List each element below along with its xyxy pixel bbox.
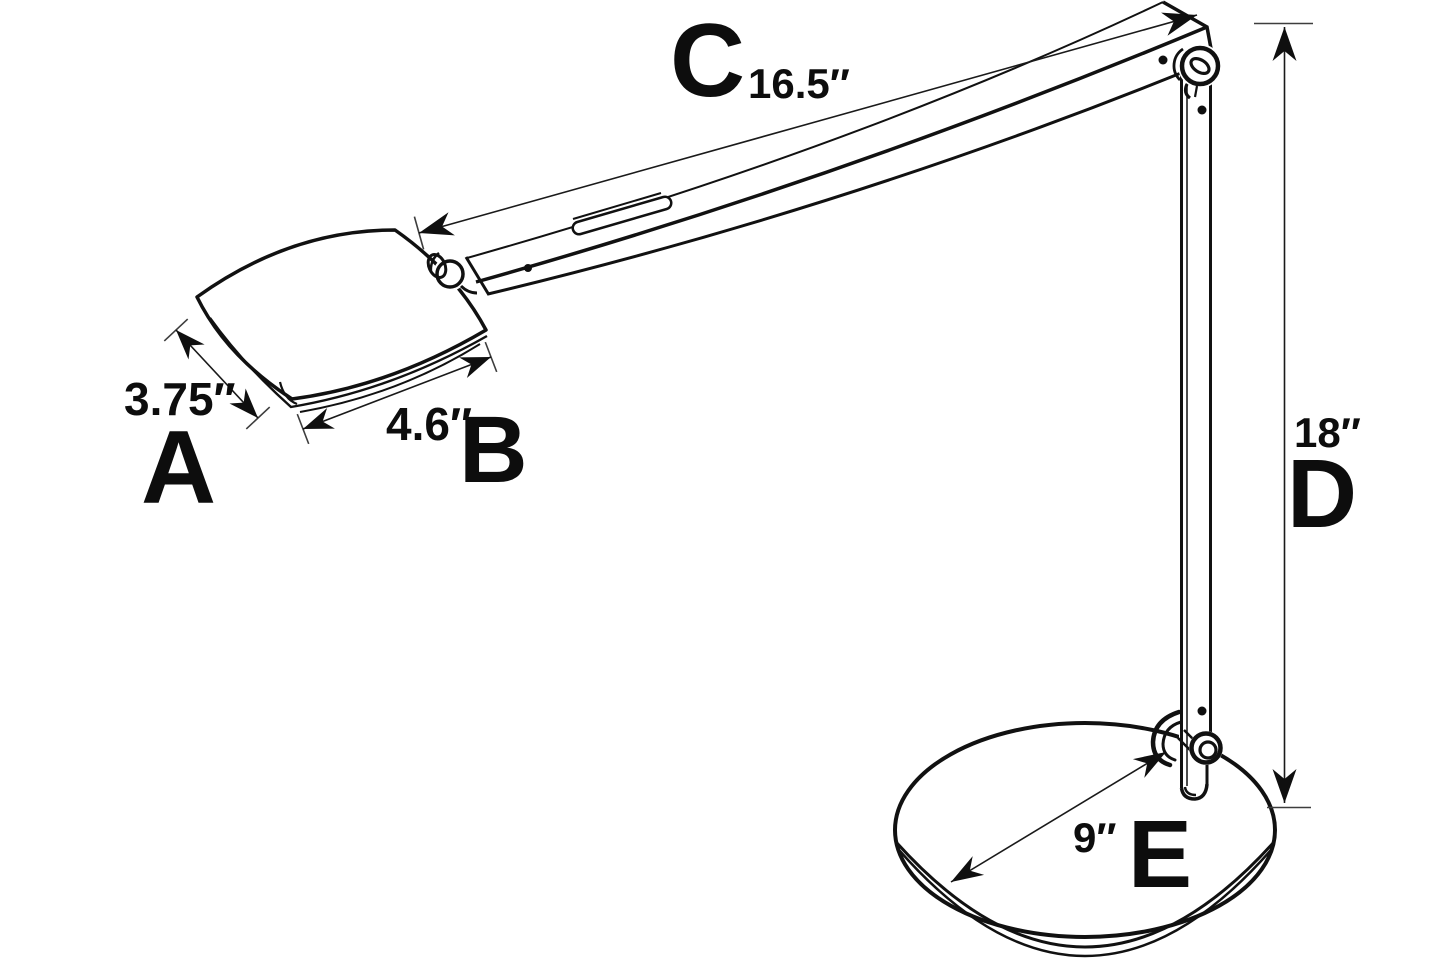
lamp-base <box>893 721 1277 958</box>
label-letter-a: A <box>141 410 216 526</box>
dim-a-arrow-bottom <box>229 388 258 418</box>
joint-knob-outer <box>1189 731 1223 765</box>
label-letter-b: B <box>459 397 528 503</box>
dim-a-arrow-top <box>176 330 205 360</box>
label-value-d: 18″ <box>1294 409 1361 456</box>
arm-ridge-edge <box>475 25 1208 284</box>
joint-knob-mask <box>1189 731 1223 765</box>
dim-c-arrow-left <box>419 212 455 236</box>
label-value-a: 3.75″ <box>124 373 236 425</box>
dim-b-arrow-right <box>459 357 491 378</box>
head-arm-hinge <box>426 252 478 295</box>
arm-slot-lip <box>572 192 662 220</box>
head-rim-line-2 <box>299 343 481 413</box>
top-knob-outer <box>1179 45 1221 87</box>
joint-claw-inner <box>1161 720 1183 762</box>
hinge-ring <box>435 259 465 289</box>
dim-b-line <box>302 356 492 430</box>
head-corner-fold <box>278 381 298 406</box>
label-value-b: 4.6″ <box>386 398 472 450</box>
top-knob-tab <box>1183 83 1192 100</box>
pole-bottom-cap <box>1179 783 1209 801</box>
dim-e-line <box>950 751 1167 883</box>
head-rim-line-1 <box>209 317 488 409</box>
dim-d-arrow-down <box>1272 769 1297 803</box>
dimension-a <box>163 318 271 430</box>
dim-d-arrow-up <box>1272 27 1297 61</box>
arm-end-edge <box>1162 0 1214 55</box>
hinge-back-arc <box>429 252 440 273</box>
label-letter-c: C <box>670 3 745 119</box>
arm-head-end-edge <box>464 256 491 296</box>
dim-b-arrow-left <box>303 408 335 429</box>
label-letter-d: D <box>1287 439 1357 548</box>
arm-top-edge <box>466 1 1164 259</box>
label-letter-e: E <box>1128 801 1192 908</box>
dimension-d <box>1254 22 1313 809</box>
top-knob-tab-line <box>1193 85 1199 98</box>
base-rim-line-1 <box>894 840 1276 949</box>
dim-e-arrow-left <box>951 856 985 882</box>
base-top-edge <box>893 721 1277 939</box>
pole-base-joint <box>1150 709 1223 768</box>
top-knob-mask <box>1178 44 1222 88</box>
pole-screw-upper <box>1197 105 1207 115</box>
top-knob-slot <box>1189 56 1211 76</box>
arm-screw-left <box>524 264 532 272</box>
dim-c-arrow-right <box>1161 12 1197 36</box>
joint-knob-inner <box>1198 740 1218 760</box>
base-rim-line-2 <box>898 849 1272 958</box>
hinge-arm-bracket <box>459 284 478 295</box>
dim-c-line <box>418 14 1198 234</box>
labels: A 3.75″ B 4.6″ C 16.5″ D 18″ E 9″ <box>124 3 1361 908</box>
arm-bottom-edge <box>487 58 1214 296</box>
label-value-c: 16.5″ <box>748 60 850 107</box>
arm-screw-right <box>1158 55 1168 65</box>
dimension-b <box>296 341 498 445</box>
top-knob-depth-arc <box>1172 47 1184 81</box>
pole-bottom-cap-inner <box>1183 786 1197 797</box>
dimension-c <box>413 12 1198 250</box>
dim-e-arrow-right <box>1132 752 1166 778</box>
arm-slot-interior <box>574 198 670 233</box>
lamp-arm <box>464 0 1214 296</box>
lamp-pole <box>1179 58 1213 801</box>
joint-claw-outer <box>1150 709 1182 768</box>
head-panel <box>195 228 488 401</box>
lamp-head <box>195 228 488 413</box>
arm-pole-joint <box>1172 44 1222 100</box>
label-value-e: 9″ <box>1073 814 1116 861</box>
pole-screw-lower <box>1197 706 1207 716</box>
pole-body <box>1179 58 1213 800</box>
